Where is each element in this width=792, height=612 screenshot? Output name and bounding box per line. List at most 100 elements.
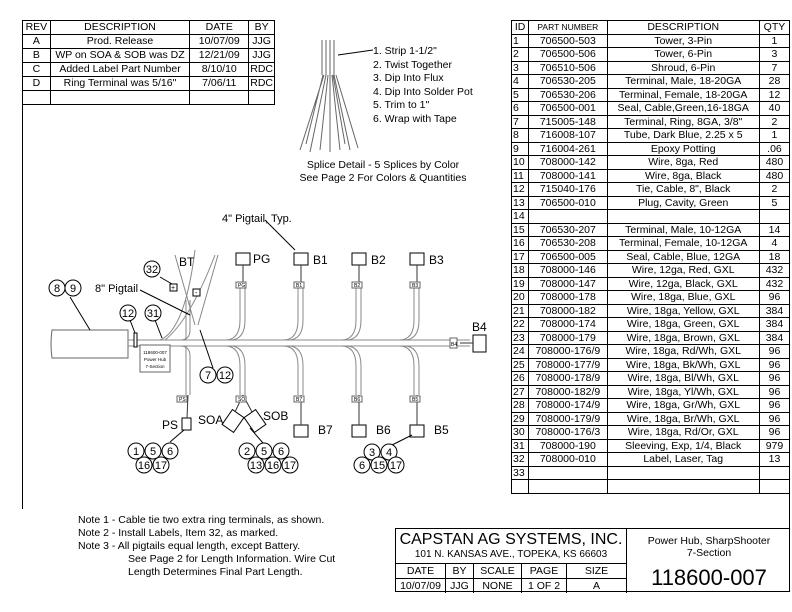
harness-label-text: 7-Section	[145, 364, 165, 369]
tag-ps: PS	[179, 397, 186, 403]
bom-cell: 96	[758, 357, 791, 372]
bom-cell: 708000-147	[528, 276, 608, 291]
tag-b1: B1	[296, 283, 302, 289]
bom-cell: 23	[510, 330, 530, 345]
note: Note 1 - Cable tie two extra ring termin…	[78, 514, 325, 526]
label-b2: B2	[371, 253, 386, 267]
field-label: PAGE	[522, 564, 566, 579]
callout-number: 4	[386, 447, 392, 459]
tag-so: SO	[238, 397, 245, 403]
bom-cell: 708000-142	[528, 155, 608, 170]
label-soa: SOA	[198, 413, 223, 427]
label-b7: B7	[318, 423, 333, 437]
bom-cell: 96	[758, 290, 791, 305]
bom-cell: 96	[758, 411, 791, 426]
tag-b2: B2	[354, 283, 360, 289]
revision-cell: JJG	[248, 34, 275, 49]
callout-number: 2	[244, 446, 250, 458]
bom-cell: 708000-174	[528, 317, 608, 332]
label-b4: B4	[472, 320, 487, 334]
label-sob: SOB	[263, 409, 288, 423]
pigtail-8-label: 8" Pigtail	[95, 283, 138, 295]
callout-number: 12	[122, 308, 134, 320]
splice-detail: 1. Strip 1-1/2" 2. Twist Together 3. Dip…	[299, 40, 473, 184]
connector-b2	[351, 252, 367, 266]
bom-cell: 20	[510, 290, 530, 305]
bom-cell: 708000-176/9	[528, 344, 608, 359]
bt-minus-marker	[192, 288, 201, 297]
bom-cell: 96	[758, 344, 791, 359]
splice-step: 3. Dip Into Flux	[373, 72, 444, 84]
bt-plus-marker	[169, 283, 178, 292]
tag-pg: PG	[238, 283, 245, 289]
bom-cell: 480	[758, 168, 791, 183]
label-ps: PS	[162, 418, 178, 432]
bom-cell: Wire, 18ga, Bk/Wh, GXL	[606, 357, 760, 372]
field-value: 10/07/09	[400, 580, 441, 592]
splice-step: 4. Dip Into Solder Pot	[373, 86, 473, 98]
callout-number: 5	[261, 446, 267, 458]
bom-cell: Wire, 8ga, Black	[606, 168, 760, 183]
tag-b6: B6	[354, 397, 360, 403]
drawing-subtitle: 7-Section	[686, 547, 732, 559]
bom-cell: 32	[510, 452, 530, 467]
title-block: CAPSTAN AG SYSTEMS, INC. 101 N. KANSAS A…	[395, 528, 790, 593]
bom-cell: 706530-206	[528, 87, 608, 102]
bom-cell: Wire, 18ga, Green, GXL	[606, 317, 760, 332]
tag-b7: B7	[296, 397, 302, 403]
callout-number: 31	[147, 308, 159, 320]
callout-number: 1	[133, 446, 139, 458]
callout-number: 8	[54, 283, 60, 295]
bom-cell: 715040-176	[528, 182, 608, 197]
bom-cell: 432	[758, 263, 791, 278]
company-name: CAPSTAN AG SYSTEMS, INC.	[399, 531, 623, 548]
note: Note 3 - All pigtails equal length, exce…	[78, 540, 301, 552]
bom-cell: 708000-176/3	[528, 425, 608, 440]
callout-number: 6	[359, 460, 365, 472]
bom-cell: Label, Laser, Tag	[606, 452, 760, 467]
bom-cell: 706500-503	[528, 33, 608, 48]
bom-cell: Wire, 18ga, Gr/Wh, GXL	[606, 398, 760, 413]
bom-cell: Wire, 18ga, Brown, GXL	[606, 330, 760, 345]
bom-cell: 708000-146	[528, 263, 608, 278]
main-trunk	[128, 249, 470, 395]
tag-b4: B4	[451, 342, 457, 348]
bom-cell: Wire, 18ga, Yellow, GXL	[606, 303, 760, 318]
bom-cell: 30	[510, 425, 530, 440]
bom-header: PART NUMBER	[528, 20, 608, 35]
splice-step: 6. Wrap with Tape	[373, 113, 457, 125]
connectors	[181, 252, 487, 438]
bom-cell	[528, 479, 608, 494]
revision-cell	[248, 90, 275, 105]
label-pg: PG	[253, 252, 270, 266]
note: See Page 2 for Length Information. Wire …	[128, 553, 336, 565]
bt-plus-sign: +	[171, 285, 175, 292]
splice-caption: See Page 2 For Colors & Quantities	[300, 172, 467, 184]
bom-cell: 96	[758, 398, 791, 413]
bom-cell: 13	[758, 452, 791, 467]
bom-header: QTY	[758, 20, 791, 35]
cable-tie	[133, 332, 138, 348]
bom-cell: 708000-010	[528, 452, 608, 467]
connector-b6	[351, 424, 367, 438]
field-value: 1 OF 2	[527, 580, 561, 592]
bom-cell: 17	[510, 249, 530, 264]
callout-number: 17	[284, 460, 296, 472]
label-b6: B6	[376, 423, 391, 437]
bom-cell: Wire, 18ga, Blue, GXL	[606, 290, 760, 305]
